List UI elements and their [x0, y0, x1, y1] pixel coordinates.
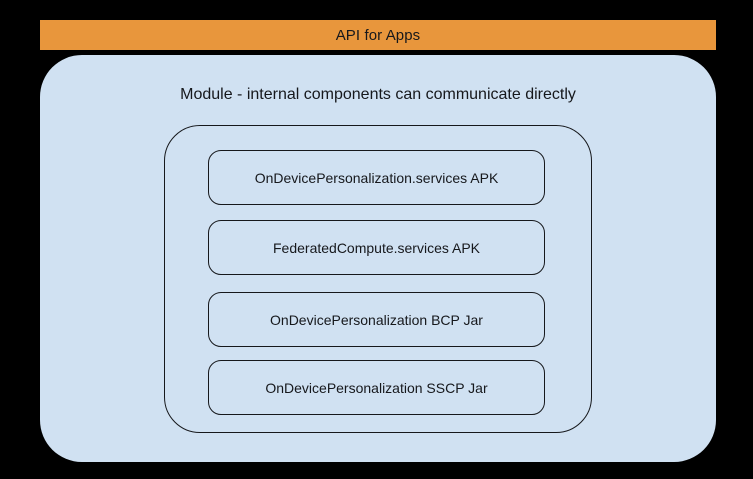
component-box-ondevicepersonalization-sscp-jar: OnDevicePersonalization SSCP Jar — [208, 360, 545, 415]
module-caption: Module - internal components can communi… — [180, 86, 576, 103]
api-for-apps-banner-label: API for Apps — [335, 26, 421, 44]
module-panel: Module - internal components can communi… — [40, 55, 716, 462]
internal-components-group — [164, 125, 592, 433]
component-box-label: OnDevicePersonalization BCP Jar — [270, 311, 483, 328]
component-box-federatedcompute-services-apk: FederatedCompute.services APK — [208, 220, 545, 275]
api-for-apps-banner: API for Apps — [40, 20, 716, 50]
component-box-ondevicepersonalization-services-apk: OnDevicePersonalization.services APK — [208, 150, 545, 205]
component-box-label: OnDevicePersonalization SSCP Jar — [265, 379, 488, 396]
component-box-ondevicepersonalization-bcp-jar: OnDevicePersonalization BCP Jar — [208, 292, 545, 347]
component-box-label: FederatedCompute.services APK — [273, 239, 480, 256]
component-box-label: OnDevicePersonalization.services APK — [254, 169, 499, 186]
